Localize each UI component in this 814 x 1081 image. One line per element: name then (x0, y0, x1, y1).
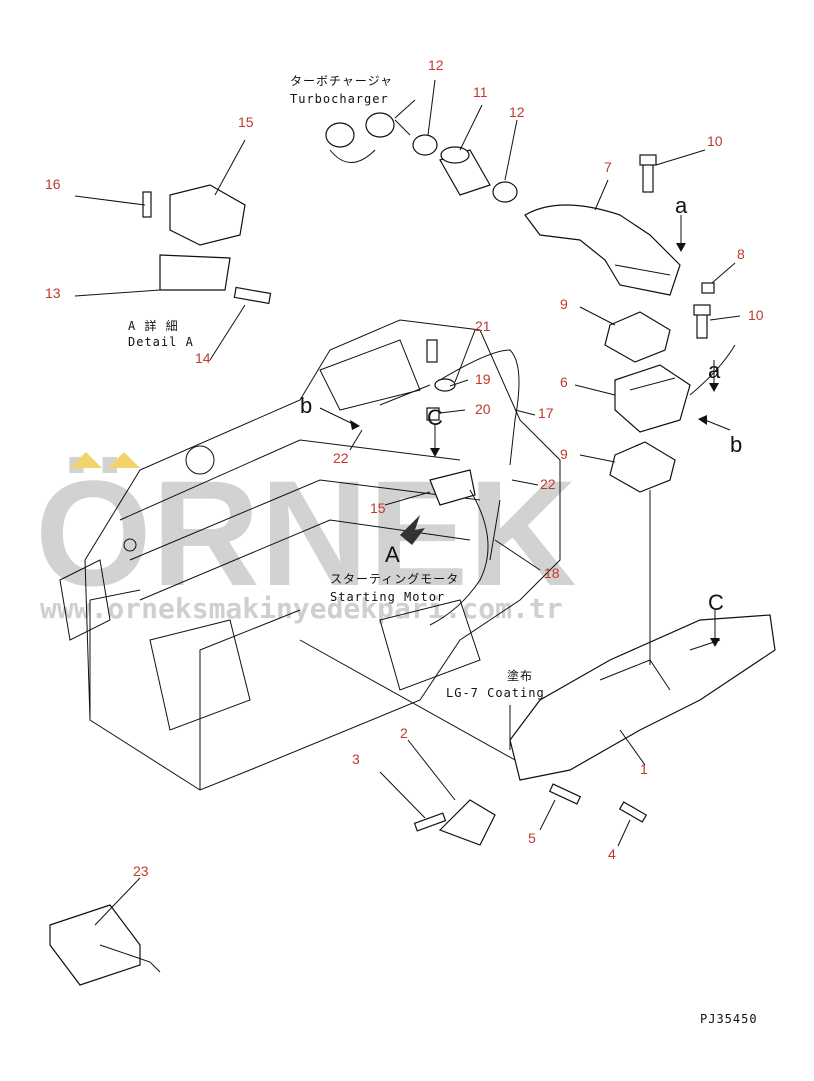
gasket-9-top (604, 311, 671, 363)
label-starting-motor-en: Starting Motor (330, 590, 445, 604)
callout-13: 13 (45, 285, 61, 301)
callout-16: 16 (45, 176, 61, 192)
gasket-9-bottom (609, 441, 676, 493)
tool-23 (49, 904, 161, 986)
callout-10-mid: 10 (748, 307, 764, 323)
callout-15-detail: 15 (238, 114, 254, 130)
label-detail-a-jp: A 詳 細 (128, 318, 179, 333)
leader-lines (74, 79, 741, 926)
bolt-5 (548, 783, 582, 805)
callout-9-bottom: 9 (560, 446, 568, 462)
detail-a-relay (142, 184, 272, 305)
watermark-url: www.orneksmakinyedekpari.com.tr (40, 592, 563, 625)
clamp-12-left (412, 134, 438, 156)
callout-11: 11 (473, 84, 488, 100)
bolt-4 (618, 801, 648, 823)
callout-23: 23 (133, 863, 149, 879)
callout-5: 5 (528, 830, 536, 846)
label-coating-en: LG-7 Coating (446, 686, 545, 700)
engine-block (59, 319, 561, 791)
text-labels: ターボチャージャ Turbocharger A 詳 細 Detail A スター… (128, 74, 758, 1026)
ref-letter-b-right: b (730, 432, 742, 457)
elbow-7 (524, 204, 681, 296)
label-turbocharger-en: Turbocharger (290, 92, 389, 106)
callout-20: 20 (475, 401, 491, 417)
ref-letter-big-a: A (385, 542, 400, 567)
label-detail-a-en: Detail A (128, 335, 194, 349)
heater-6 (614, 344, 736, 433)
clamp-12-right (492, 181, 518, 203)
callout-21: 21 (475, 318, 491, 334)
callout-17: 17 (538, 405, 554, 421)
callout-4: 4 (608, 846, 616, 862)
label-coating-jp: 塗布 (507, 668, 533, 683)
nut-8 (701, 282, 715, 294)
callout-12-left: 12 (428, 57, 444, 73)
callout-9-top: 9 (560, 296, 568, 312)
bolt-3 (413, 812, 447, 832)
ref-letter-a-mid: a (708, 358, 721, 383)
wire-harness (379, 339, 520, 466)
callout-14: 14 (195, 350, 211, 366)
spacer-20 (426, 407, 440, 421)
hose-11 (439, 146, 491, 196)
callouts: 1 2 3 4 5 6 7 8 9 9 10 10 11 12 12 13 14… (45, 57, 764, 879)
turbocharger (325, 112, 411, 163)
bolt-21 (426, 339, 438, 363)
view-arrow-a (400, 515, 425, 545)
starter-15 (429, 469, 501, 626)
cover-2 (438, 799, 496, 846)
callout-10-top: 10 (707, 133, 723, 149)
callout-19: 19 (475, 371, 491, 387)
drawing-code: PJ35450 (700, 1012, 758, 1026)
callout-12-right: 12 (509, 104, 525, 120)
watermark-accent-left (70, 452, 102, 468)
callout-22-right: 22 (540, 476, 556, 492)
callout-8: 8 (737, 246, 745, 262)
bolt-10-mid (693, 304, 711, 339)
callout-2: 2 (400, 725, 408, 741)
clamp-19 (434, 378, 456, 392)
arrows (319, 215, 731, 647)
callout-7: 7 (604, 159, 612, 175)
callout-6: 6 (560, 374, 568, 390)
label-starting-motor-jp: スターティングモータ (330, 572, 459, 586)
label-turbocharger-jp: ターボチャージャ (290, 74, 393, 88)
bolt-10-top (639, 154, 657, 193)
callout-3: 3 (352, 751, 360, 767)
callout-1: 1 (640, 761, 648, 777)
watermark: ÖRNEK www.orneksmakinyedekpari.com.tr (35, 449, 577, 625)
callout-15-engine: 15 (370, 500, 386, 516)
callout-22-left: 22 (333, 450, 349, 466)
bolt-14 (233, 286, 272, 305)
watermark-accent-right (108, 452, 140, 468)
ref-letter-c-mid: C (427, 405, 443, 430)
callout-18: 18 (544, 565, 560, 581)
ref-letter-b-left: b (300, 393, 312, 418)
manifold-1 (509, 614, 776, 781)
ref-letter-a-top: a (675, 193, 688, 218)
ref-letter-c-right: C (708, 590, 724, 615)
